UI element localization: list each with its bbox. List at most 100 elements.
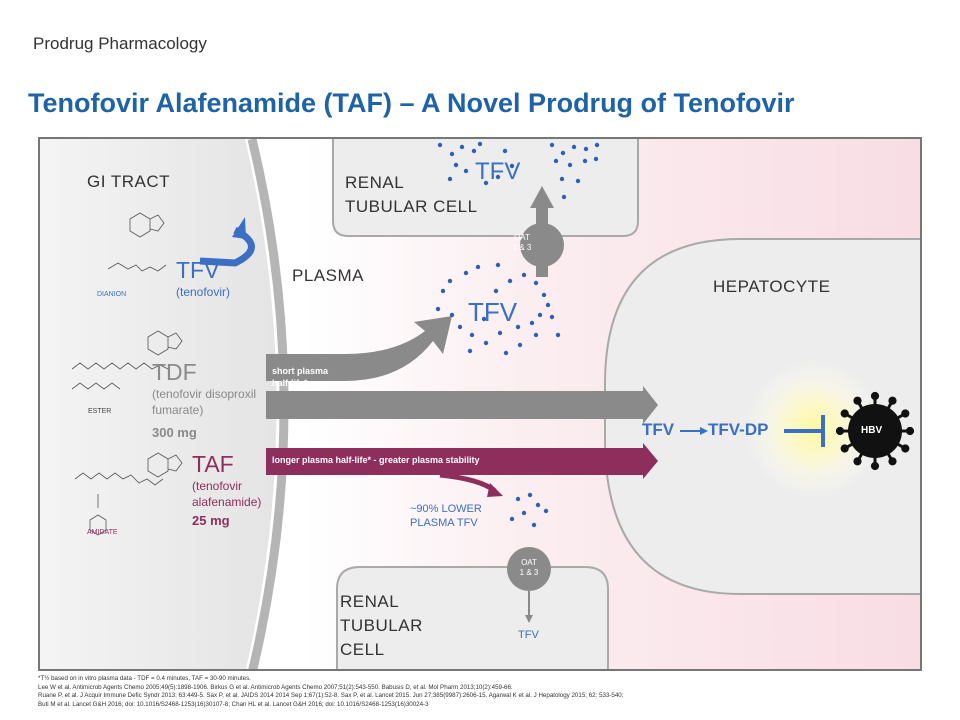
hbv-spike-tip xyxy=(888,457,897,466)
section-title: Prodrug Pharmacology xyxy=(33,34,207,53)
tfv-dot xyxy=(469,332,475,338)
renal-cell-top xyxy=(332,139,639,237)
taf-arrow xyxy=(266,448,643,475)
tfv-dot xyxy=(467,348,473,354)
tfv-dot xyxy=(503,350,509,356)
tfv-plasma: TFV xyxy=(468,297,518,327)
tfv-dot xyxy=(509,516,515,522)
tdf-long-arrowhead xyxy=(643,386,658,424)
tfv-dot xyxy=(440,288,446,294)
tdf-long-arrow xyxy=(266,391,643,419)
tfv-dots xyxy=(435,141,600,528)
tfv-dot xyxy=(533,280,539,286)
tfv-dot xyxy=(571,144,577,150)
tfv-dot xyxy=(594,142,600,148)
tfv-dot xyxy=(495,174,501,180)
tfv-dot xyxy=(529,320,535,326)
drug-tdf: TDF (tenofovir disoproxil fumarate) 300 … xyxy=(152,359,257,440)
hbv-spike-tip xyxy=(888,396,897,405)
tfv-dot xyxy=(507,278,513,284)
oat-bottom-arrowhead xyxy=(525,615,533,623)
tdf-plasma-arrow xyxy=(266,316,452,381)
molecule-structures xyxy=(71,212,183,536)
tfv-dot xyxy=(457,324,463,330)
tfv-dot xyxy=(453,162,459,168)
tfv-dot xyxy=(575,178,581,184)
tfv-dot xyxy=(437,142,443,148)
tfv-dot xyxy=(527,492,533,498)
hbv-spike-tip xyxy=(905,426,915,436)
tfv-dot xyxy=(553,158,559,164)
tfv-dot xyxy=(497,330,503,336)
tfv-dot xyxy=(515,496,521,502)
footnote: Lee W et al. Antimicrob Agents Chemo 200… xyxy=(38,683,513,691)
hbv-label: HBV xyxy=(861,425,883,436)
tfv-dot xyxy=(495,262,501,268)
taf-arrowhead xyxy=(643,443,658,479)
tfv-dot xyxy=(435,306,441,312)
references: *T½ based on in vitro plasma data - TDF … xyxy=(38,675,938,709)
tfv-dot xyxy=(509,163,515,169)
tfv-dot xyxy=(483,180,489,186)
tfv-dot xyxy=(521,272,527,278)
diagram-shapes xyxy=(40,139,920,669)
tfv-dot xyxy=(521,510,527,516)
oat-top-circle xyxy=(520,223,564,267)
tfv-dot xyxy=(560,150,566,156)
tfv-dot xyxy=(475,264,481,270)
drug-taf: TAF (tenofovir alafenamide) 25 mg xyxy=(192,451,262,528)
tfv-conversion-arrowhead xyxy=(700,427,708,435)
dianion-label: DIANION xyxy=(97,291,127,298)
tfv-dot xyxy=(463,270,469,276)
tfv-dot xyxy=(533,332,539,338)
tfv-dot xyxy=(515,324,521,330)
hbv-spike-tip xyxy=(870,461,880,471)
tfv-dot xyxy=(502,148,508,154)
tfv-conversion-from: TFV xyxy=(642,420,675,439)
tfv-dot xyxy=(541,292,547,298)
tfv-dot xyxy=(593,156,599,162)
tfv-dot xyxy=(447,176,453,182)
gi-tract-region xyxy=(40,139,277,669)
tfv-dot xyxy=(549,142,555,148)
tfv-dot xyxy=(477,141,483,147)
tfv-conversion-to: TFV-DP xyxy=(708,420,769,439)
tfv-dot xyxy=(531,522,537,528)
footnote: Ruane P, et al. J Acquir Immune Defic Sy… xyxy=(38,692,624,700)
tfv-dot xyxy=(555,332,561,338)
hbv-spike-tip xyxy=(901,409,910,418)
hepatocyte-label: HEPATOCYTE xyxy=(713,277,831,296)
tfv-dot xyxy=(481,316,487,322)
tfv-dot xyxy=(561,194,567,200)
tfv-dot xyxy=(545,302,551,308)
gi-tract-label: GI TRACT xyxy=(87,172,171,191)
oat-top-stem xyxy=(536,265,548,277)
tfv-dot xyxy=(583,146,589,152)
tfv-dot xyxy=(559,176,565,182)
tfv-dot xyxy=(449,151,455,157)
tfv-dot xyxy=(493,288,499,294)
tfv-dot xyxy=(517,342,523,348)
tfv-dot xyxy=(537,312,543,318)
footnote: *T½ based on in vitro plasma data - TDF … xyxy=(38,675,251,682)
tfv-dot xyxy=(535,502,541,508)
tfv-dot xyxy=(549,314,555,320)
hbv-spike-tip xyxy=(870,391,880,401)
slide-title: Tenofovir Alafenamide (TAF) – A Novel Pr… xyxy=(28,88,795,118)
tfv-dot xyxy=(459,144,465,150)
tfv-return-arrowhead xyxy=(232,217,246,239)
tfv-dot xyxy=(463,168,469,174)
plasma-label: PLASMA xyxy=(292,266,364,285)
amidate-label: AMIDATE xyxy=(87,529,118,536)
renal-cell-bottom xyxy=(336,566,609,669)
hbv-spike-tip xyxy=(835,426,845,436)
tfv-dot xyxy=(483,340,489,346)
taf-arrow-text: longer plasma half-life* - greater plasm… xyxy=(272,455,480,465)
